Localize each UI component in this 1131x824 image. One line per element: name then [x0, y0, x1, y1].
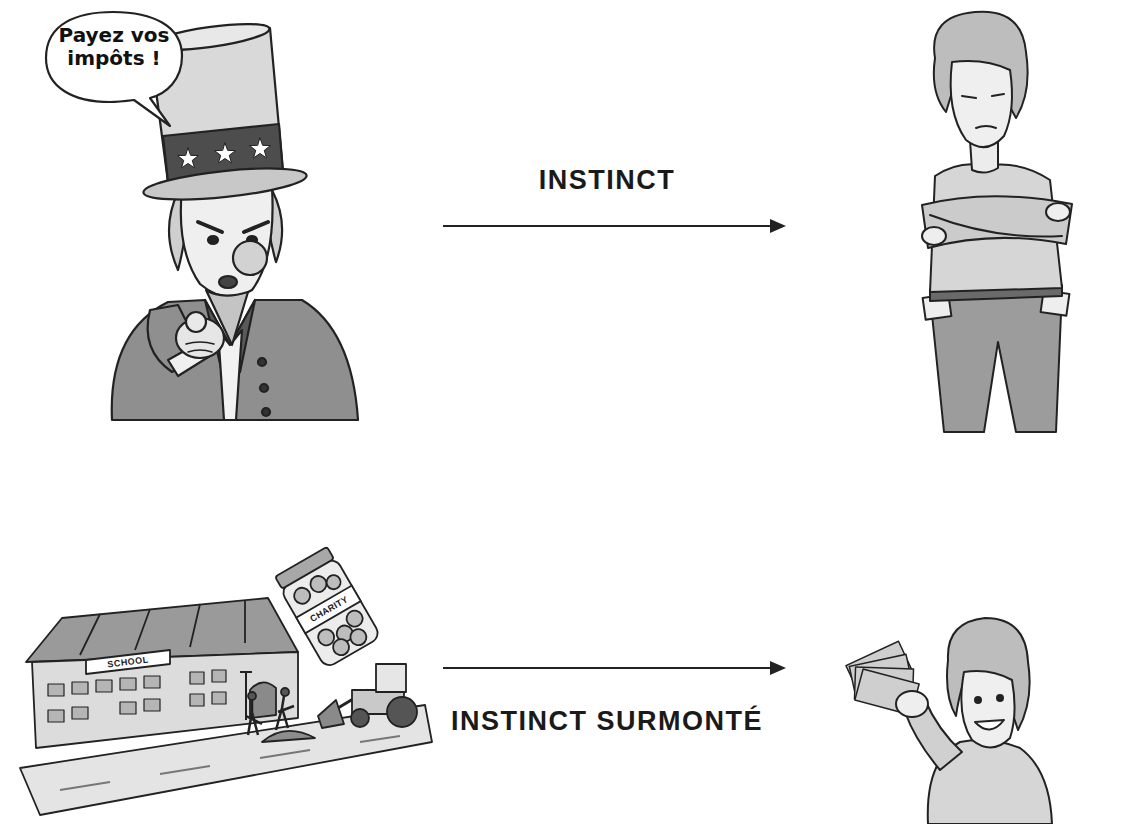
- dirt-pile: [262, 731, 315, 742]
- wheel: [351, 709, 369, 727]
- speech-text: Payez vos impôts !: [52, 24, 176, 70]
- arrow-label: INSTINCT SURMONTÉ: [451, 706, 763, 737]
- window: [144, 676, 160, 688]
- knuckles: [186, 342, 214, 352]
- face: [951, 61, 1012, 147]
- hand: [1046, 203, 1070, 221]
- coin: [291, 585, 313, 607]
- bubble-shape: [46, 12, 182, 126]
- coin: [330, 636, 352, 658]
- face: [181, 188, 273, 297]
- mouth: [219, 276, 237, 288]
- coin: [344, 608, 366, 630]
- man-arms-crossed: [922, 12, 1072, 432]
- window: [72, 682, 88, 694]
- arrow: [443, 219, 786, 233]
- coin: [324, 573, 343, 592]
- star-symbol: [215, 143, 236, 163]
- hand: [922, 227, 946, 245]
- window: [96, 680, 112, 692]
- eye: [208, 236, 218, 244]
- star-symbol: [250, 138, 271, 158]
- crossed-arms: [930, 215, 1062, 237]
- speech-bubble: Payez vos impôts !: [38, 8, 188, 112]
- wheel: [387, 697, 417, 727]
- road-worker-head: [248, 692, 256, 700]
- loader-bucket: [318, 700, 344, 728]
- arrow-head: [770, 661, 786, 675]
- window: [72, 707, 88, 719]
- arrow-head: [770, 219, 786, 233]
- window: [120, 678, 136, 690]
- arrow-shaft: [443, 667, 780, 669]
- window: [144, 699, 160, 711]
- school-wall: [32, 652, 298, 748]
- crossed-arms: [922, 196, 1072, 248]
- road-worker-head: [281, 688, 289, 696]
- coin: [347, 626, 369, 648]
- frown: [976, 126, 996, 128]
- school-windows: [48, 670, 226, 722]
- arrow-shaft: [443, 225, 780, 227]
- road-worker: [276, 696, 294, 730]
- hand: [896, 691, 928, 717]
- tractor: [318, 664, 417, 728]
- man-with-money: [846, 618, 1052, 824]
- window: [212, 692, 226, 704]
- window: [120, 702, 136, 714]
- window: [190, 672, 204, 684]
- hat-brim: [142, 162, 308, 205]
- tractor-cab: [376, 664, 406, 692]
- face: [961, 671, 1014, 748]
- pointing-finger: [186, 312, 206, 332]
- window: [48, 684, 64, 696]
- eyebrow: [198, 222, 222, 232]
- arrow: [443, 661, 786, 675]
- charity-jar: [273, 546, 381, 669]
- road-worker: [246, 700, 262, 735]
- closed-eye: [962, 94, 1004, 98]
- eye: [997, 695, 1003, 701]
- school-roof-ridges: [80, 600, 245, 655]
- eye: [975, 697, 981, 703]
- smile: [975, 720, 1004, 730]
- arrow-label: INSTINCT: [539, 165, 676, 196]
- nose: [233, 241, 267, 275]
- window: [48, 710, 64, 722]
- button: [262, 408, 270, 416]
- eyebrow: [244, 222, 268, 232]
- window: [212, 670, 226, 682]
- school-sign: [86, 650, 170, 674]
- road-marking: [60, 736, 400, 790]
- window: [190, 694, 204, 706]
- button: [260, 384, 268, 392]
- star-symbol: [178, 148, 199, 168]
- button: [258, 358, 266, 366]
